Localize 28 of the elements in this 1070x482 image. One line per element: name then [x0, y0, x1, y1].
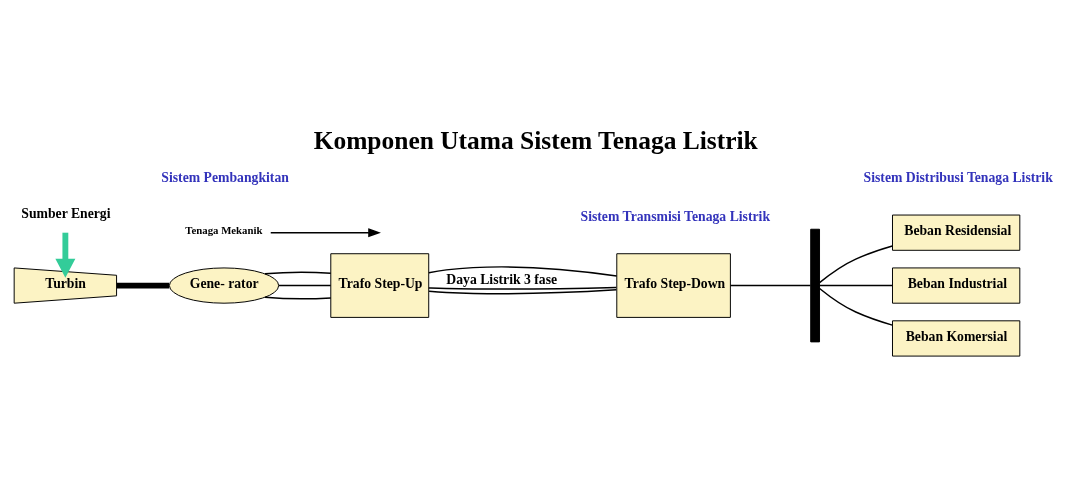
label: Sistem Distribusi Tenaga Listrik [863, 170, 1053, 186]
node-box: Trafo Step-Down [616, 253, 731, 318]
node-text: Sumber Energi [21, 205, 111, 221]
node-box: Trafo Step-Up [330, 253, 430, 318]
connector [264, 296, 332, 300]
node-text: Tenaga Mekanik [185, 224, 263, 237]
node-box: Turbin [13, 267, 118, 304]
connector [729, 284, 812, 287]
label: Sistem Pembangkitan [161, 170, 289, 186]
node-ellipse: Gene- rator [168, 267, 280, 304]
arrow [270, 228, 381, 238]
diagram-title: Komponen Utama Sistem Tenaga Listrik [313, 126, 758, 156]
connector [278, 284, 332, 287]
connector [116, 282, 170, 289]
connector [428, 289, 618, 295]
connector [264, 271, 332, 275]
connector [428, 266, 618, 277]
connector [818, 287, 894, 326]
edge-label: Daya Listrik 3 fase [446, 271, 558, 287]
connector [818, 284, 894, 287]
node-box: Beban Residensial [892, 214, 1021, 251]
arrow [55, 232, 76, 278]
label: Sistem Transmisi Tenaga Listrik [580, 208, 771, 224]
node-box: Beban Komersial [892, 320, 1021, 357]
node-bar [810, 228, 820, 343]
connector [428, 286, 618, 290]
connector [818, 245, 894, 284]
node-box: Beban Industrial [892, 267, 1021, 304]
